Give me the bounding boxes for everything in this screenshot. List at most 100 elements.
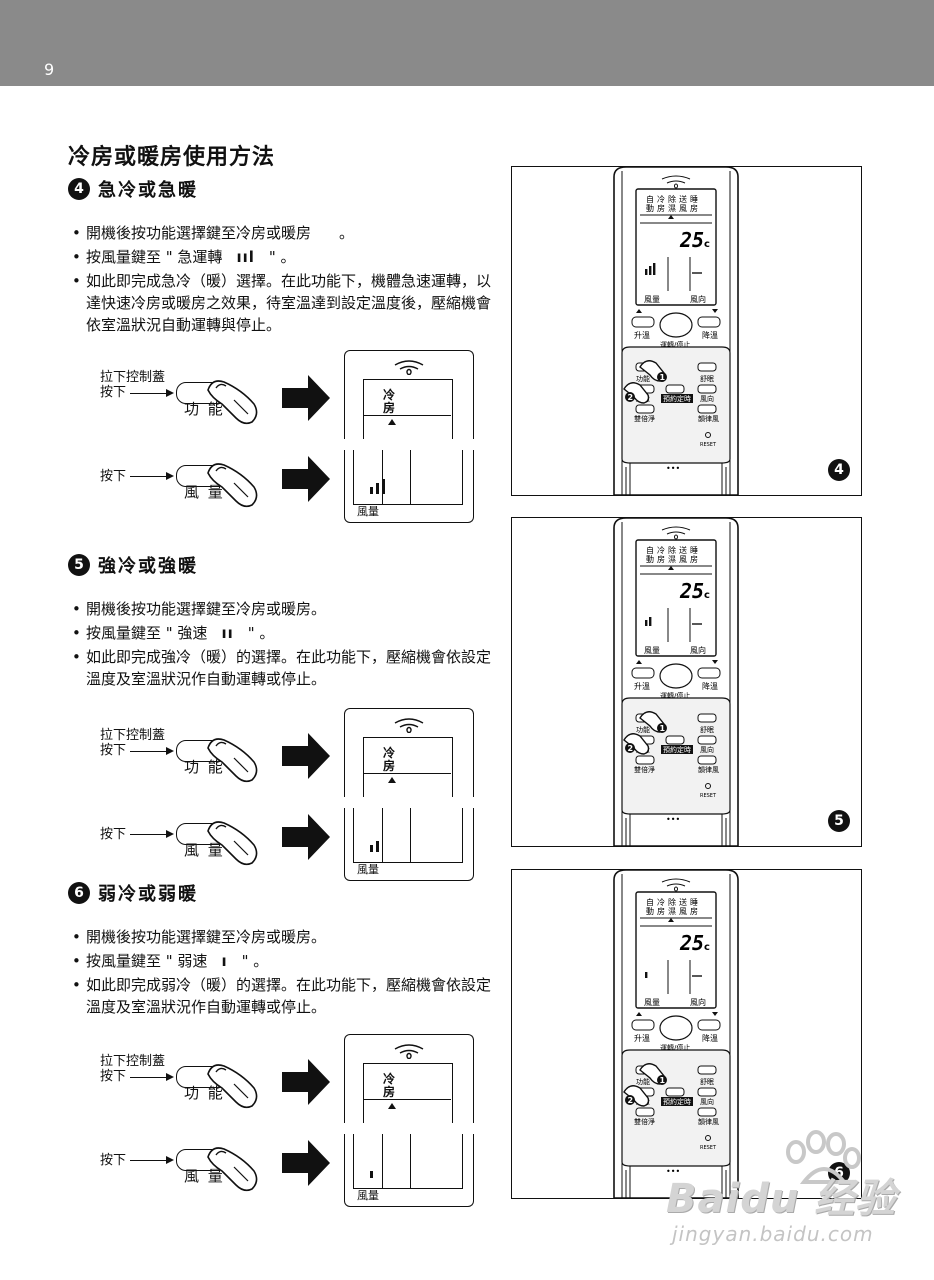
lcd-unit: c — [704, 590, 710, 601]
lcd-unit: c — [704, 942, 710, 953]
lcd-mode-char: 房 — [657, 554, 665, 564]
fan-level-symbol: ııl — [236, 248, 255, 266]
press-label: 按下 — [100, 469, 127, 484]
bullet-item: 如此即完成急冷（暖）選擇。在此功能下，機體急速運轉，以達快速冷房或暖房之效果，待… — [68, 270, 498, 336]
signal-icon — [394, 1044, 424, 1059]
step-number-badge: 4 — [828, 459, 850, 481]
lcd-mode-char: 風 — [679, 204, 687, 213]
lcd-mode-char: 房 — [690, 203, 698, 213]
section-4: 4 急冷或急暖 開機後按功能選擇鍵至冷房或暖房。 按風量鍵至 " 急運轉ııl"… — [68, 176, 498, 338]
dots-label: ••• — [666, 1167, 680, 1176]
reset-label: RESET — [700, 1145, 717, 1151]
timer-key-label: 預約定時 — [663, 1097, 691, 1106]
lcd-mode-text: 冷 房 — [383, 1072, 396, 1099]
pull-down-label: 拉下控制蓋 — [100, 370, 166, 385]
right-arrow-icon — [282, 1140, 330, 1190]
lcd-fan-label: 風量 — [644, 646, 660, 655]
lcd-mode-char: 睡 — [690, 195, 698, 204]
finger-icon — [202, 1141, 260, 1197]
page-title: 冷房或暖房使用方法 — [68, 145, 276, 170]
direction-key-label: 風向 — [700, 394, 714, 403]
finger-icon — [202, 1058, 260, 1114]
remote-control: 自冷除送睡動房濕風房 25 c 風量 風向 升溫 運轉/停止 降溫 功能 舒眠 … — [613, 518, 739, 846]
down-temp-label: 降溫 — [702, 330, 718, 340]
bullet-item: 按風量鍵至 " 弱速ı" 。 — [68, 950, 498, 972]
svg-text:2: 2 — [628, 393, 634, 402]
lcd-fan-text: 風量 — [357, 1189, 379, 1202]
down-temp-label: 降溫 — [702, 681, 718, 691]
finger-icon — [202, 374, 260, 430]
up-triangle-icon — [388, 1103, 396, 1109]
press-label: 按下 — [100, 1069, 127, 1084]
bullet-item: 開機後按功能選擇鍵至冷房或暖房。 — [68, 926, 498, 948]
lcd-fan-text: 風量 — [357, 863, 379, 876]
section-heading-text: 急冷或急暖 — [98, 180, 198, 201]
fan-level-symbol: ı — [221, 952, 228, 970]
double-key-label: 雙倍淨 — [634, 414, 655, 423]
section-6: 6 弱冷或弱暖 開機後按功能選擇鍵至冷房或暖房。 按風量鍵至 " 弱速ı" 。 … — [68, 880, 498, 1020]
remote-control: 自冷除送睡動房濕風房 25 c 風量 風向 升溫 運轉/停止 降溫 功能 舒眠 … — [613, 167, 739, 495]
lcd-fan-label: 風量 — [644, 295, 660, 304]
finger-icon — [202, 815, 260, 871]
dots-label: ••• — [666, 815, 680, 824]
up-triangle-icon — [388, 777, 396, 783]
lcd-direction-label: 風向 — [690, 294, 706, 304]
lcd-mode-char: 冷 — [657, 545, 665, 555]
lcd-temperature: 25 — [679, 931, 704, 955]
lcd-mode-char: 送 — [679, 897, 687, 907]
section-number-badge: 6 — [68, 882, 90, 904]
paw-icon — [786, 1130, 861, 1184]
section-heading-text: 弱冷或弱暖 — [98, 884, 198, 905]
fan-level-symbol: ıı — [221, 624, 234, 642]
bullet-item: 開機後按功能選擇鍵至冷房或暖房。 — [68, 222, 498, 244]
sleep-key-label: 舒眠 — [700, 1077, 714, 1086]
power-label: 運轉/停止 — [660, 340, 690, 349]
section-heading-text: 強冷或強暖 — [98, 556, 198, 577]
arrow-icon — [130, 389, 174, 397]
lcd-mode-char: 濕 — [668, 554, 676, 564]
lcd-mode-char: 動 — [646, 204, 654, 213]
lcd-mode-char: 睡 — [690, 546, 698, 555]
section-heading: 5 強冷或強暖 — [68, 552, 498, 578]
fan-bar — [370, 845, 373, 852]
lcd-mode-char: 風 — [679, 555, 687, 564]
up-temp-label: 升溫 — [634, 331, 650, 340]
lcd-mode-panel: 冷 房 — [344, 1034, 474, 1123]
press-label: 按下 — [100, 385, 127, 400]
up-temp-label: 升溫 — [634, 682, 650, 691]
lcd-direction-label: 風向 — [690, 997, 706, 1007]
direction-key-label: 風向 — [700, 745, 714, 754]
function-button-label: 功 能 — [184, 400, 225, 418]
lcd-mode-char: 動 — [646, 907, 654, 916]
fan-bar — [376, 483, 379, 494]
section-number-badge: 5 — [68, 554, 90, 576]
svg-text:1: 1 — [660, 373, 666, 382]
right-arrow-icon — [282, 814, 330, 864]
lcd-mode-char: 除 — [668, 194, 676, 204]
lcd-mode-char: 送 — [679, 545, 687, 555]
lcd-mode-panel: 冷 房 — [344, 708, 474, 797]
sleep-key-label: 舒眠 — [700, 374, 714, 383]
section-number-badge: 4 — [68, 178, 90, 200]
right-arrow-icon — [282, 375, 330, 425]
signal-icon — [394, 360, 424, 375]
lcd-mode-char: 睡 — [690, 898, 698, 907]
signal-icon — [394, 718, 424, 733]
section-heading: 6 弱冷或弱暖 — [68, 880, 498, 906]
timer-key-label: 預約定時 — [663, 745, 691, 754]
lcd-mode-char: 送 — [679, 194, 687, 204]
bullet-item: 開機後按功能選擇鍵至冷房或暖房。 — [68, 598, 498, 620]
lcd-mode-char: 自 — [646, 897, 654, 907]
reset-label: RESET — [700, 793, 717, 799]
finger-icon — [202, 732, 260, 788]
fan-bar — [370, 487, 373, 494]
step-diagram: 拉下控制蓋按下功 能 冷 房 按下風 量 風量 — [98, 1032, 478, 1212]
svg-text:2: 2 — [628, 744, 634, 753]
lcd-fan-panel: 風量 — [344, 1134, 474, 1207]
lcd-temperature: 25 — [679, 228, 704, 252]
right-arrow-icon — [282, 1059, 330, 1109]
fan-button-label: 風 量 — [184, 1167, 225, 1185]
